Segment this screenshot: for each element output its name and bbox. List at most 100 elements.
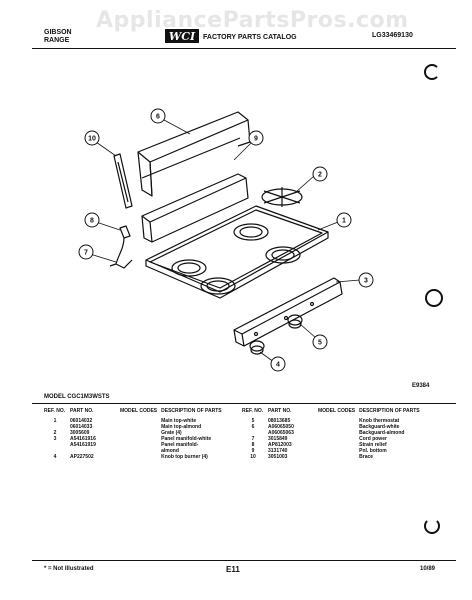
col-part-no: PART NO. bbox=[70, 408, 94, 414]
cell-ref: 1 bbox=[53, 418, 57, 424]
cell-part: A06065050 bbox=[268, 424, 294, 430]
svg-text:1: 1 bbox=[342, 218, 346, 225]
svg-text:9: 9 bbox=[254, 136, 258, 143]
footer-note: * = Not Illustrated bbox=[44, 566, 94, 572]
logo-text: WCI bbox=[169, 30, 196, 43]
footer-rule bbox=[32, 560, 456, 561]
cell-part: A54161916 bbox=[70, 436, 96, 442]
parts-table-left: REF. NO. PART NO. MODEL CODES DESCRIPTIO… bbox=[42, 408, 232, 460]
cell-desc: Knob top burner (4) bbox=[161, 454, 208, 460]
svg-text:10: 10 bbox=[88, 136, 96, 143]
grate-part bbox=[261, 187, 303, 207]
callout-7: 7 bbox=[78, 244, 94, 260]
cell-part: A06065063 bbox=[268, 430, 294, 436]
table-row: 5 08013685 Knob thermostat bbox=[240, 418, 440, 424]
col-part-no: PART NO. bbox=[268, 408, 292, 414]
cell-desc: Backguard-white bbox=[359, 424, 400, 430]
col-model-codes: MODEL CODES bbox=[318, 408, 356, 414]
cell-part: 3015849 bbox=[268, 436, 288, 442]
table-row: 3 A54161916 Panel manifold-white bbox=[42, 436, 232, 442]
cell-codes bbox=[118, 454, 159, 460]
manifold-panel-part bbox=[233, 277, 343, 347]
cell-part: 3005609 bbox=[70, 430, 90, 436]
bottom-panel-part bbox=[141, 173, 249, 243]
callout-6: 6 bbox=[150, 108, 166, 124]
col-description: DESCRIPTION OF PARTS bbox=[359, 408, 420, 414]
burner-knob-part bbox=[249, 340, 265, 355]
parts-table-right: REF. NO. PART NO. MODEL CODES DESCRIPTIO… bbox=[240, 408, 440, 460]
cell-desc: Brace bbox=[359, 454, 374, 460]
cell-ref: 5 bbox=[251, 418, 255, 424]
cell-codes bbox=[316, 454, 357, 460]
cell-part: A54161919 bbox=[70, 442, 96, 448]
col-model-codes: MODEL CODES bbox=[120, 408, 158, 414]
table-row: A06065063 Backguard-almond bbox=[240, 430, 440, 436]
cell-desc: Backguard-almond bbox=[359, 430, 405, 436]
svg-text:6: 6 bbox=[156, 114, 160, 121]
col-ref-no: REF. NO. bbox=[242, 408, 264, 414]
cell-part: 06014033 bbox=[70, 424, 93, 430]
cell-desc: Main top-almond bbox=[161, 424, 202, 430]
svg-text:7: 7 bbox=[84, 250, 88, 257]
table-row: 6 A06065050 Backguard-white bbox=[240, 424, 440, 430]
svg-text:5: 5 bbox=[318, 340, 322, 347]
table-row: 06014033 Main top-almond bbox=[42, 424, 232, 430]
callout-10: 10 bbox=[84, 130, 100, 146]
watermark: AppliancePartsPros.com bbox=[96, 8, 409, 33]
svg-text:4: 4 bbox=[276, 362, 280, 369]
footer-date: 10/89 bbox=[420, 566, 436, 572]
binder-hole-middle bbox=[425, 289, 443, 307]
thermostat-knob-part bbox=[287, 314, 303, 329]
cell-part: 3131740 bbox=[268, 448, 288, 454]
svg-text:8: 8 bbox=[90, 218, 94, 225]
table-row: 1 06014032 Main top-white bbox=[42, 418, 232, 424]
svg-text:2: 2 bbox=[318, 172, 322, 179]
page-number: E11 bbox=[226, 565, 240, 574]
callout-9: 9 bbox=[248, 130, 264, 146]
cell-part: 06014032 bbox=[70, 418, 93, 424]
binder-hole-top bbox=[424, 64, 440, 80]
cell-ref: 2 bbox=[53, 430, 57, 436]
cell-desc: Panel manifold-white bbox=[161, 436, 212, 442]
callout-4: 4 bbox=[270, 356, 286, 372]
binder-hole-bottom bbox=[424, 518, 440, 534]
brand-line-2: RANGE bbox=[44, 37, 70, 44]
exploded-parts-diagram: 6 10 9 2 1 8 7 3 5 4 bbox=[78, 108, 374, 372]
callout-8: 8 bbox=[84, 212, 100, 228]
cell-ref: 7 bbox=[251, 436, 255, 442]
wci-logo: WCI bbox=[165, 29, 199, 43]
main-top-part bbox=[145, 205, 329, 299]
col-description: DESCRIPTION OF PARTS bbox=[161, 408, 222, 414]
header-rule bbox=[32, 48, 456, 49]
cell-ref: 10 bbox=[250, 454, 256, 460]
cell-desc: Pnl. bottom bbox=[359, 448, 387, 454]
cell-desc: Main top-white bbox=[161, 418, 197, 424]
cell-part: AP812003 bbox=[268, 442, 292, 448]
cell-desc: Knob thermostat bbox=[359, 418, 400, 424]
cell-desc: almond bbox=[161, 448, 179, 454]
cell-ref: 4 bbox=[53, 454, 57, 460]
callout-2: 2 bbox=[312, 166, 328, 182]
brand-line-1: GIBSON bbox=[44, 29, 72, 36]
cell-ref: 9 bbox=[251, 448, 255, 454]
table-row: 4 AP227502 Knob top burner (4) bbox=[42, 454, 232, 460]
callout-5: 5 bbox=[312, 334, 328, 350]
cell-part: 08013685 bbox=[268, 418, 291, 424]
catalog-title: FACTORY PARTS CATALOG bbox=[203, 34, 297, 41]
left-rows: 1 06014032 Main top-white 06014033 Main top-… bbox=[42, 418, 232, 460]
cord-and-strain-relief bbox=[109, 225, 133, 269]
cell-ref: 3 bbox=[53, 436, 57, 442]
brace-part bbox=[113, 153, 133, 209]
callout-3: 3 bbox=[358, 272, 374, 288]
table-row: 9 3131740 Pnl. bottom bbox=[240, 448, 440, 454]
cell-part: 3051003 bbox=[268, 454, 288, 460]
callout-1: 1 bbox=[336, 212, 352, 228]
col-ref-no: REF. NO. bbox=[44, 408, 66, 414]
cell-part: AP227502 bbox=[70, 454, 94, 460]
cell-ref: 6 bbox=[251, 424, 255, 430]
